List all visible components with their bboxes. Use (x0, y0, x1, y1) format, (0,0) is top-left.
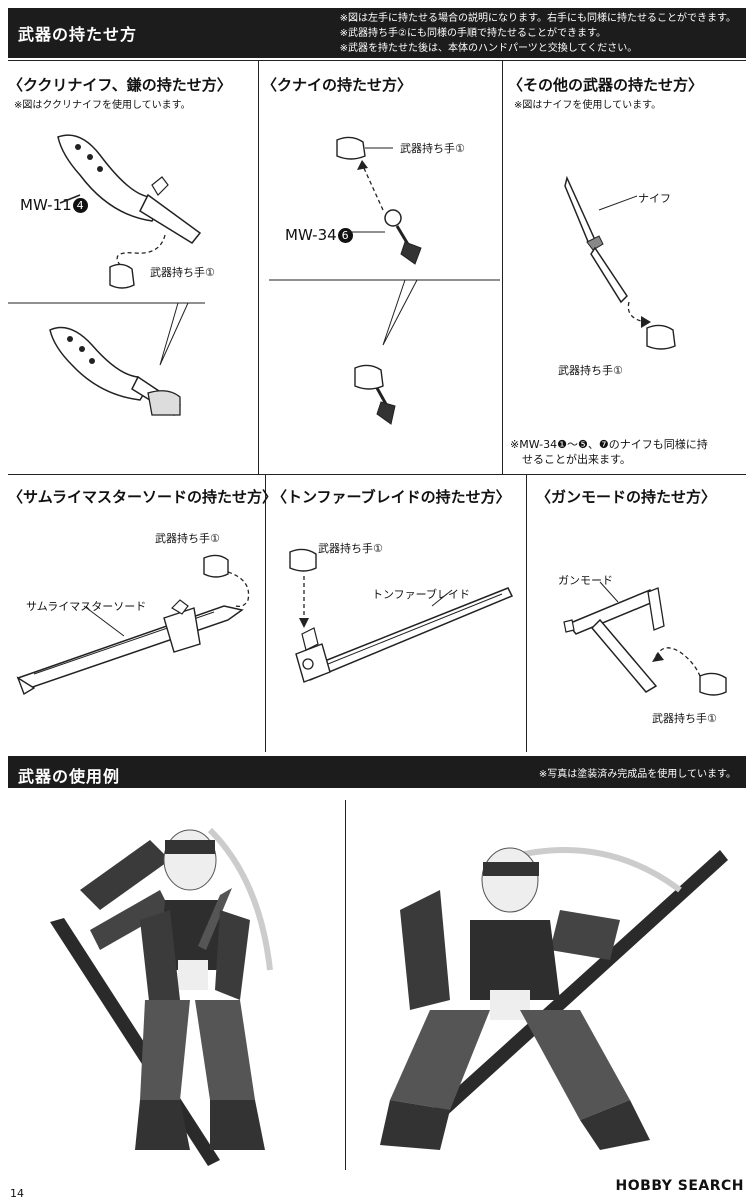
kukuri-code-text: MW-11 (20, 196, 72, 214)
figure-photo-left (50, 827, 273, 1166)
samurai-sword-illustration (16, 554, 250, 696)
header-note-1: ※図は左手に持たせる場合の説明になります。右手にも同様に持たせることができます。 (339, 13, 736, 24)
tonfa-hand-label: 武器持ち手① (318, 542, 383, 555)
kukuri-title: 〈ククリナイフ、鎌の持たせ方〉 (8, 76, 232, 94)
figure-photo-right (380, 847, 728, 1150)
usage-bar: 武器の使用例 ※写真は塗装済み完成品を使用しています。 (8, 756, 746, 788)
tonfa-title: 〈トンファーブレイドの持たせ方〉 (272, 488, 511, 506)
other-note-line-1: ※MW-34❶～❺、❼のナイフも同様に持 (510, 438, 708, 451)
header-note-2: ※武器持ち手②にも同様の手順で持たせることができます。 (339, 28, 606, 39)
samurai-hand-label: 武器持ち手① (155, 532, 220, 545)
page-number: 14 (10, 1187, 24, 1200)
grid-divider-2 (502, 60, 503, 474)
kukuri-subtitle: ※図はククリナイフを使用しています。 (14, 100, 191, 111)
samurai-title: 〈サムライマスターソードの持たせ方〉 (8, 488, 277, 506)
usage-note: ※写真は塗装済み完成品を使用しています。 (538, 769, 736, 780)
usage-title: 武器の使用例 (18, 767, 121, 786)
grid-line-top (8, 60, 746, 61)
gun-mode-label: ガンモード (558, 574, 613, 587)
photo-divider (345, 800, 346, 1170)
other-subtitle: ※図はナイフを使用しています。 (514, 100, 662, 111)
footer-logo: HOBBY SEARCH (615, 1178, 744, 1194)
tonfa-blade-illustration (289, 548, 514, 683)
page-title: 武器の持たせ方 (18, 25, 138, 44)
other-note-line-2: せることが出来ます。 (522, 453, 631, 466)
kunai-code-text: MW-34 (285, 226, 337, 244)
other-knife-illustration (564, 175, 676, 350)
other-hand-label: 武器持ち手① (558, 364, 623, 377)
kukuri-hand-label: 武器持ち手① (150, 266, 215, 279)
grid-divider-3 (265, 474, 266, 752)
gun-title: 〈ガンモードの持たせ方〉 (536, 488, 717, 506)
gun-mode-illustration (563, 581, 727, 696)
grid-divider-1 (258, 60, 259, 474)
header-bar: 武器の持たせ方 ※図は左手に持たせる場合の説明になります。右手にも同様に持たせる… (8, 8, 746, 58)
grid-line-mid (8, 474, 746, 475)
kukuri-knife-illustration (8, 134, 205, 417)
other-knife-label: ナイフ (638, 192, 671, 205)
kunai-hand-label: 武器持ち手① (400, 142, 465, 155)
samurai-sword-label: サムライマスターソード (26, 600, 147, 613)
other-title: 〈その他の武器の持たせ方〉 (508, 76, 704, 94)
tonfa-blade-label: トンファーブレイド (372, 588, 471, 601)
header-notes: ※図は左手に持たせる場合の説明になります。右手にも同様に持たせることができます。… (340, 11, 736, 56)
gun-hand-label: 武器持ち手① (652, 712, 717, 725)
kunai-title: 〈クナイの持たせ方〉 (262, 76, 413, 94)
other-note: ※MW-34❶～❺、❼のナイフも同様に持 せることが出来ます。 (510, 437, 708, 467)
kunai-illustration (269, 136, 500, 425)
kukuri-code-num: 4 (72, 198, 88, 213)
grid-divider-4 (526, 474, 527, 752)
header-note-3: ※武器を持たせた後は、本体のハンドパーツと交換してください。 (339, 43, 638, 54)
